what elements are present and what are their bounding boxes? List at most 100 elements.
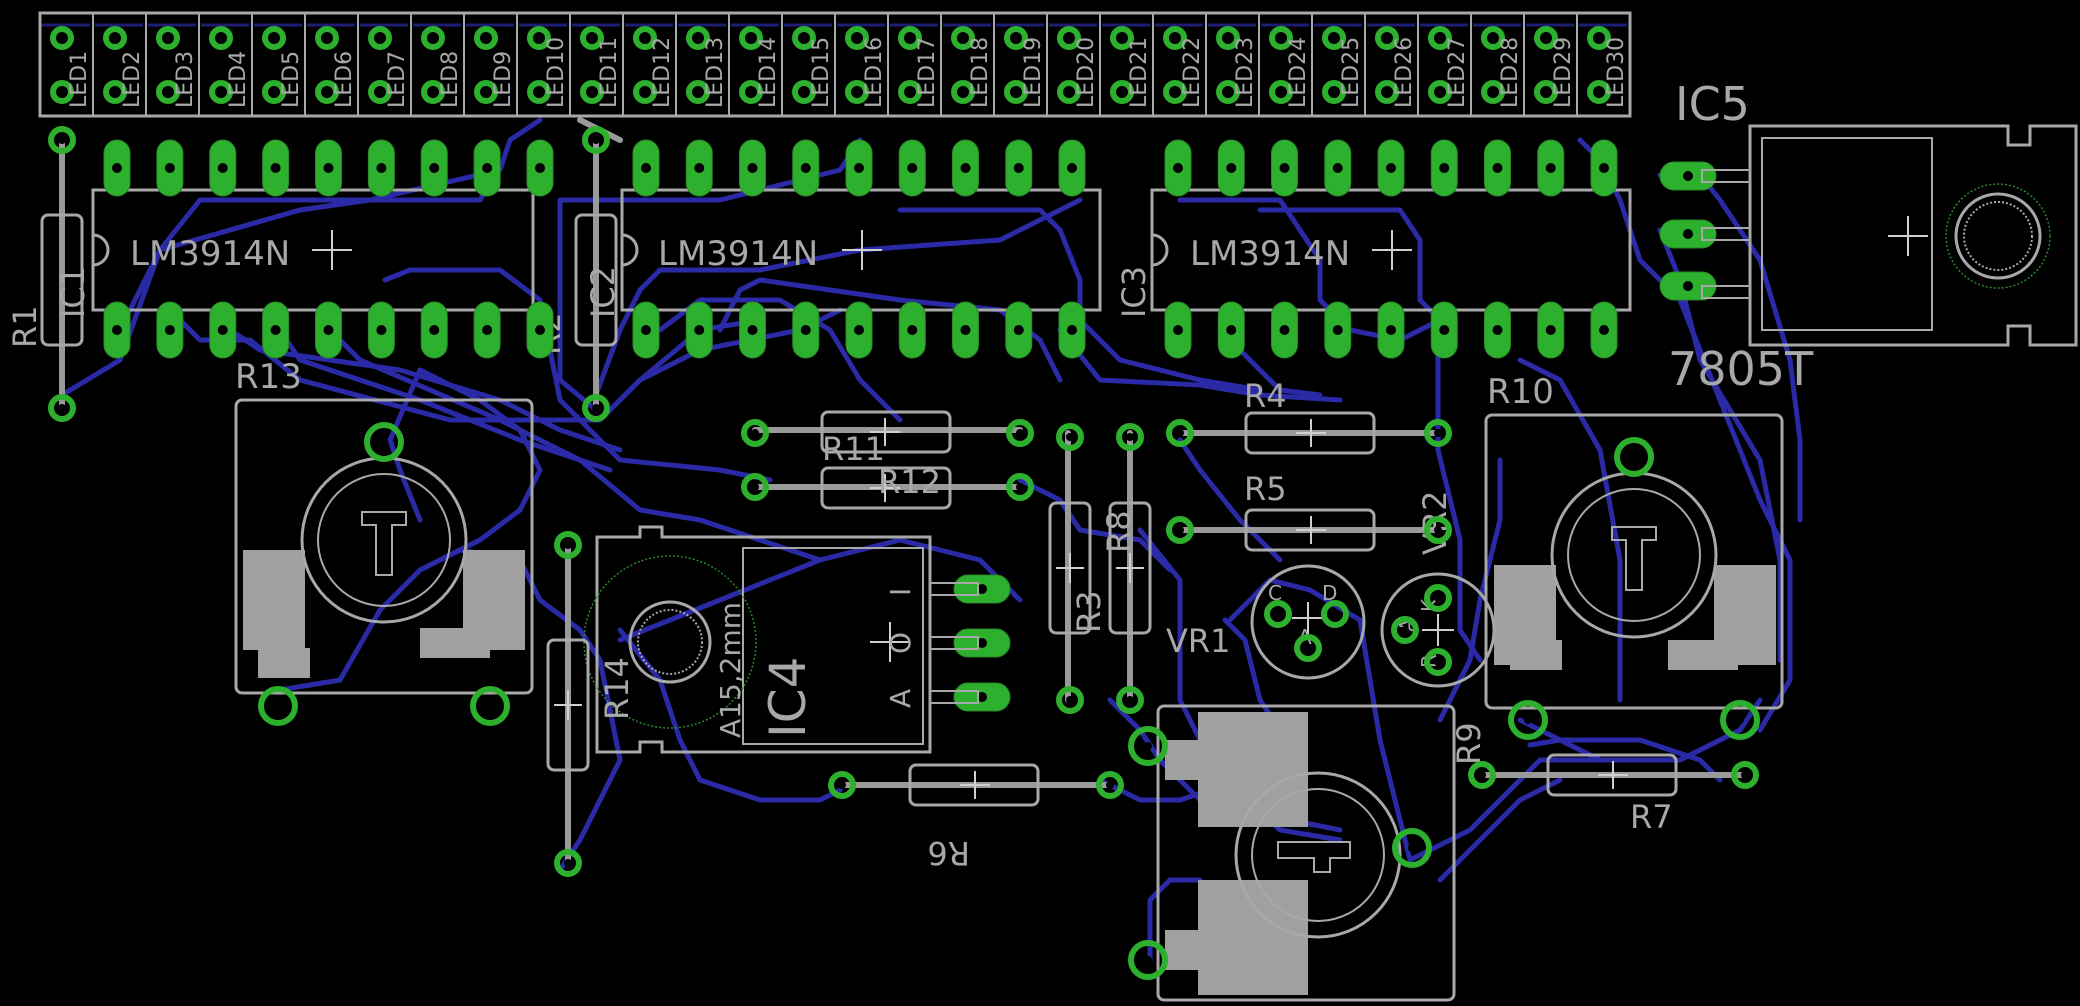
ic-pad: [315, 139, 342, 197]
ic-pad: [1217, 139, 1245, 197]
led-pad: [1163, 80, 1187, 104]
ic-pad: [1058, 301, 1086, 359]
ic-pad: [526, 301, 554, 359]
r1: R1: [6, 213, 84, 348]
led-pad: [633, 26, 657, 50]
led-pad: [951, 80, 975, 104]
ic-pad: [898, 139, 926, 197]
led-pad: [368, 26, 392, 50]
led-label: LED5: [279, 51, 304, 108]
led-pad: [1110, 26, 1134, 50]
led-24: LED24: [1269, 26, 1311, 108]
led-15: LED15: [792, 26, 834, 108]
led-pad: [527, 80, 551, 104]
led-pad: [103, 80, 127, 104]
led-pad: [792, 80, 816, 104]
led-26: LED26: [1375, 26, 1417, 108]
led-pad: [1481, 26, 1505, 50]
ic-pad: [209, 301, 237, 359]
ic4: IC4 A15,2mm I O A: [583, 525, 979, 754]
via-pad: [1508, 700, 1548, 740]
led-label: LED21: [1127, 37, 1152, 108]
ic-pad: [156, 301, 184, 359]
ic-pad: [898, 301, 926, 359]
r7: R7: [1546, 753, 1678, 836]
trimmer-bottom: [1156, 704, 1456, 1002]
ic-pad: [1164, 139, 1192, 197]
r4: R4: [1244, 377, 1376, 455]
led-7: LED7: [368, 26, 410, 108]
ic2: LM3914N: [620, 188, 1102, 312]
ic-pad: [952, 301, 979, 359]
via-pad: [1720, 700, 1760, 740]
led-27: LED27: [1428, 26, 1470, 108]
ic-pad: [952, 139, 979, 197]
ic-pad: [367, 301, 395, 359]
ic-pad: [262, 301, 290, 359]
ic-pad: [845, 139, 873, 197]
led-3: LED3: [156, 26, 198, 108]
led-29: LED29: [1534, 26, 1576, 108]
led-pad: [580, 26, 604, 50]
via-pad: [1294, 634, 1322, 662]
led-pad: [686, 26, 710, 50]
led-4: LED4: [209, 26, 251, 108]
reg-pad: [1659, 219, 1717, 249]
ic-pad: [103, 139, 131, 197]
led-pad: [1322, 26, 1346, 50]
via-pad: [48, 394, 76, 422]
led-pad: [103, 26, 127, 50]
led-label: LED14: [756, 37, 781, 108]
led-pad: [898, 26, 922, 50]
via-pad: [1116, 686, 1144, 714]
led-23: LED23: [1216, 26, 1258, 108]
via-pad: [48, 126, 76, 154]
ic-pad: [473, 301, 501, 359]
led-19: LED19: [1004, 26, 1046, 108]
ic1: LM3914N: [91, 188, 535, 312]
led-pad: [1534, 26, 1558, 50]
r9: R9: [1450, 722, 1488, 765]
led-label: LED19: [1021, 37, 1046, 108]
led-label: LED23: [1233, 37, 1258, 108]
ic3-value: LM3914N: [1190, 234, 1350, 274]
led-label: LED10: [544, 37, 569, 108]
led-18: LED18: [951, 26, 993, 108]
r11: R11: [820, 410, 952, 468]
via-pad: [1006, 419, 1034, 447]
ic-pad: [1537, 301, 1565, 359]
led-label: LED2: [120, 51, 145, 108]
led-label: LED7: [385, 51, 410, 108]
vr1-ref: VR1: [1166, 622, 1230, 660]
ic-pad: [792, 139, 820, 197]
led-pad: [368, 80, 392, 104]
r10-label: R10: [1487, 372, 1554, 412]
led-pad: [50, 80, 74, 104]
led-pad: [1163, 26, 1187, 50]
led-pad: [527, 26, 551, 50]
ic-pad: [739, 301, 766, 359]
led-pad: [1428, 80, 1452, 104]
via-pad: [741, 473, 769, 501]
via-pad: [1392, 828, 1432, 868]
led-5: LED5: [262, 26, 304, 108]
r14-label: R14: [598, 657, 636, 720]
led-pad: [1269, 80, 1293, 104]
led-12: LED12: [633, 26, 675, 108]
ic4-value: A15,2mm: [714, 602, 747, 738]
led-label: LED15: [809, 37, 834, 108]
via-pad: [1731, 761, 1759, 789]
via-pad: [470, 686, 510, 726]
led-22: LED22: [1163, 26, 1205, 108]
r4-label: R4: [1244, 377, 1287, 415]
via-pad: [582, 394, 610, 422]
reg-pad: [953, 628, 1011, 658]
via-pad: [1006, 473, 1034, 501]
led-label: LED25: [1339, 37, 1364, 108]
led-label: LED8: [438, 51, 463, 108]
reg-pad: [953, 574, 1011, 604]
led-pad: [1428, 26, 1452, 50]
r8-label: R8: [1100, 510, 1138, 553]
ic-pad: [1271, 301, 1298, 359]
